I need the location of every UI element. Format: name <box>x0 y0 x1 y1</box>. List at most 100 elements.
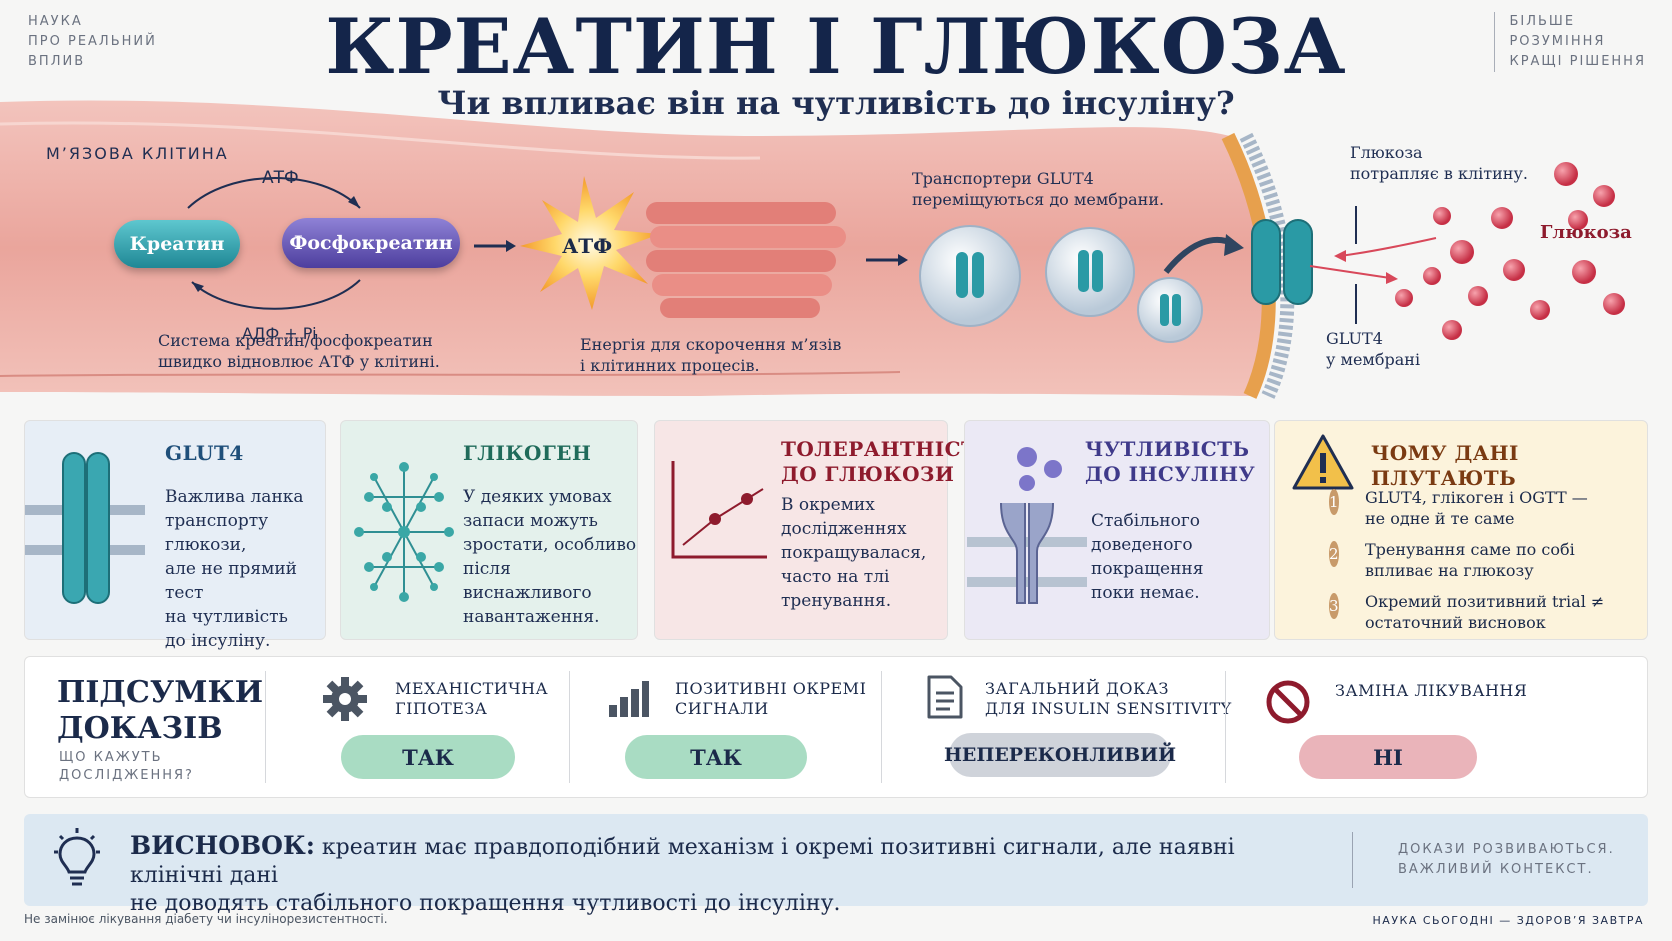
summary-col-title: ЗАМІНА ЛІКУВАННЯ <box>1335 681 1527 701</box>
caption-line: потрапляє в клітину. <box>1350 164 1528 183</box>
summary-divider <box>881 671 882 783</box>
arrow-head <box>506 240 516 252</box>
atp-burst-label: АТФ <box>562 234 613 258</box>
caption-line: Енергія для скорочення м’язів <box>580 335 842 354</box>
cell-membrane-inner <box>1239 132 1295 399</box>
item-number: 1 <box>1329 489 1339 515</box>
card-why-confusing: ЧОМУ ДАНІ ПЛУТАЮТЬ 1 GLUT4, глікоген і O… <box>1274 420 1648 640</box>
item-text-line: Окремий позитивний trial ≠ <box>1365 592 1605 611</box>
left-tag-line: вплив <box>28 54 86 69</box>
rising-line-chart-icon <box>671 461 767 559</box>
col-title-line: ГІПОТЕЗА <box>395 699 488 718</box>
card-text-line: Стабільного <box>1091 511 1200 531</box>
card-text-line: поки немає. <box>1091 583 1200 603</box>
document-icon <box>927 675 963 719</box>
item-text: GLUT4, глікоген і OGTT — не одне й те сам… <box>1365 487 1588 529</box>
caption-line: і клітинних процесів. <box>580 356 760 375</box>
glucose-label: Глюкоза <box>1540 222 1632 243</box>
summary-col-title: МЕХАНІСТИЧНА ГІПОТЕЗА <box>395 679 548 719</box>
left-tag-line: Наука <box>28 14 83 29</box>
item-text: Окремий позитивний trial ≠ остаточний вис… <box>1365 591 1604 633</box>
card-text-line: дослідженнях <box>781 519 907 539</box>
gear-icon <box>323 677 367 721</box>
card-title: ЧОМУ ДАНІ ПЛУТАЮТЬ <box>1371 441 1519 490</box>
caption-line: Глюкоза <box>1350 143 1423 162</box>
arrow-head <box>348 196 360 208</box>
item-text-line: Тренування саме по собі <box>1365 540 1575 559</box>
card-text-line: В окремих <box>781 495 875 515</box>
item-number: 3 <box>1329 593 1339 619</box>
prohibited-icon <box>1266 680 1310 724</box>
right-tag-line: кращі рішення <box>1509 54 1646 69</box>
card-glycogen: ГЛІКОГЕН У деяких умовах запаси можуть з… <box>340 420 638 640</box>
summary-divider <box>1225 671 1226 783</box>
card-title: ТОЛЕРАНТНІСТЬ ДО ГЛЮКОЗИ <box>781 437 993 487</box>
side-note-line: Важливий контекст. <box>1398 862 1594 877</box>
caption-line: Транспортери GLUT4 <box>912 169 1094 188</box>
muscle-cell-illustration: М’ЯЗОВА КЛІТИНА АТФ АДФ + Pi Креатин Фос… <box>0 96 1672 416</box>
col-title-line: МЕХАНІСТИЧНА <box>395 679 549 698</box>
atp-burst-star <box>520 176 660 310</box>
card-text-line: після виснажливого <box>463 559 592 603</box>
card-title: GLUT4 <box>165 441 244 465</box>
cell-fiber-line <box>0 121 761 160</box>
adp-cycle-label: АДФ + Pi <box>242 324 317 343</box>
side-note-line: Докази розвиваються. <box>1398 842 1615 857</box>
caption-line: у мембрані <box>1326 350 1421 369</box>
summary-col-title: ЗАГАЛЬНИЙ ДОКАЗ ДЛЯ INSULIN SENSITIVITY <box>985 679 1232 719</box>
list-item: 1 GLUT4, глікоген і OGTT — не одне й те с… <box>1329 487 1635 529</box>
glucose-molecules <box>1395 162 1625 340</box>
card-title: ГЛІКОГЕН <box>463 441 592 465</box>
glut4-vesicle <box>1137 277 1203 343</box>
energy-caption: Енергія для скорочення м’язів і клітинни… <box>580 334 841 376</box>
verdict-treatment-replacement: НІ <box>1299 735 1477 779</box>
glucose-flow-arrow <box>1309 265 1391 279</box>
card-text-line: тренування. <box>781 591 892 611</box>
warning-triangle-icon <box>1292 434 1354 490</box>
card-title-line: ЧУТЛИВІСТЬ <box>1085 437 1250 461</box>
arrow-head <box>192 282 204 292</box>
creatine-pill: Креатин <box>114 220 240 268</box>
card-text-line: навантаження. <box>463 607 600 627</box>
glycogen-molecule-icon <box>354 462 454 602</box>
card-insulin-sensitivity: ЧУТЛИВІСТЬ ДО ІНСУЛІНУ Стабільного довед… <box>964 420 1270 640</box>
glut4-vesicle <box>919 225 1021 327</box>
cycle-arrow-bottom <box>191 279 361 310</box>
arrow-head <box>1386 272 1398 284</box>
verdict-positive-signals: ТАК <box>625 735 807 779</box>
system-caption: Система креатин/фосфокреатин швидко відн… <box>158 330 440 372</box>
summary-subtitle: Що кажуть дослідження? <box>59 749 194 785</box>
item-text-line: не одне й те саме <box>1365 509 1515 528</box>
card-text-line: покращувалася, <box>781 543 927 563</box>
col-title-line: ПОЗИТИВНІ ОКРЕМІ <box>675 679 867 698</box>
lightbulb-icon <box>54 828 100 886</box>
footer-tagline: НАУКА СЬОГОДНІ — ЗДОРОВ’Я ЗАВТРА <box>1372 914 1644 927</box>
col-title-line: ЗАМІНА ЛІКУВАННЯ <box>1335 681 1528 700</box>
footer-disclaimer: Не замінює лікування діабету чи інсуліно… <box>24 912 388 926</box>
card-text-line: доведеного <box>1091 535 1193 555</box>
col-title-line: СИГНАЛИ <box>675 699 769 718</box>
membrane-glut4 <box>1251 219 1313 305</box>
verdict-mechanistic: ТАК <box>341 735 515 779</box>
card-text-line: зростати, особливо <box>463 535 637 555</box>
summary-subtitle-line: дослідження? <box>59 768 194 783</box>
glut4-proteins <box>956 250 1181 326</box>
phosphocreatine-pill: Фосфокреатин <box>282 218 460 268</box>
item-number: 2 <box>1329 541 1339 567</box>
card-text-line: до інсуліну. <box>165 631 271 651</box>
summary-divider <box>569 671 570 783</box>
evidence-summary: ПІДСУМКИ ДОКАЗІВ Що кажуть дослідження? … <box>24 656 1648 798</box>
caption-line: переміщуються до мембрани. <box>912 190 1165 209</box>
arrow-head <box>1334 250 1346 262</box>
verdict-overall-evidence: НЕПЕРЕКОНЛИВИЙ <box>944 733 1176 777</box>
left-tag-line: про реальний <box>28 34 157 49</box>
item-text-line: остаточний висновок <box>1365 613 1546 632</box>
item-text-line: GLUT4, глікоген і OGTT — <box>1365 488 1588 507</box>
insulin-receptor-icon <box>967 447 1087 604</box>
glut-move-caption: Транспортери GLUT4 переміщуються до мемб… <box>912 168 1164 210</box>
card-title-line: ТОЛЕРАНТНІСТЬ <box>781 437 994 461</box>
right-tag-line: розуміння <box>1509 34 1606 49</box>
conclusion-divider <box>1352 832 1353 888</box>
card-text-line: але не прямий тест <box>165 559 298 603</box>
